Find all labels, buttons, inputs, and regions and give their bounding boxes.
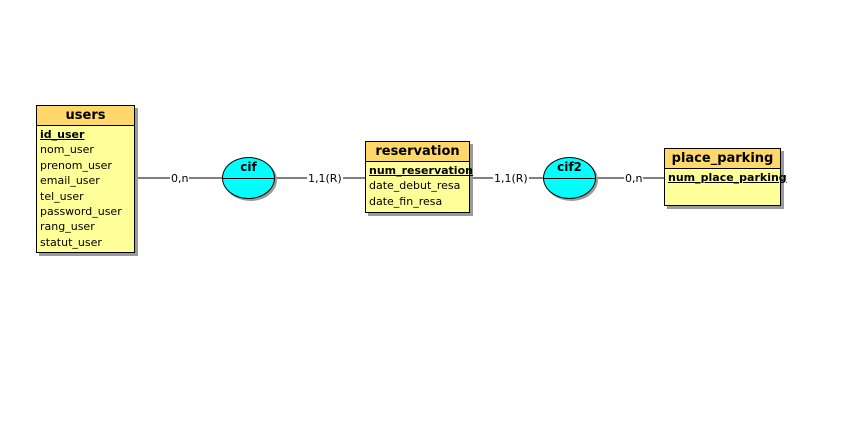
association-cif-label: cif [240, 160, 257, 174]
association-cif2-divider [544, 178, 595, 179]
entity-place-parking-title: place_parking [665, 149, 780, 169]
cardinality-users-cif: 0,n [170, 172, 190, 185]
entity-users-title: users [37, 106, 134, 126]
attribute-rang-user: rang_user [40, 220, 95, 234]
attribute-email-user: email_user [40, 174, 100, 188]
entity-place-parking[interactable]: place_parking num_place_parking [664, 148, 787, 206]
attribute-num-place-parking: num_place_parking [668, 171, 787, 184]
attribute-prenom-user: prenom_user [40, 158, 112, 172]
association-cif2-label: cif2 [557, 160, 582, 174]
association-cif-divider [223, 178, 274, 179]
attribute-num-reservation: num_reservation [369, 164, 473, 177]
attribute-tel-user: tel_user [40, 189, 84, 203]
attribute-date-fin-resa: date_fin_resa [369, 194, 443, 208]
cardinality-place-parking-cif2: 0,n [624, 172, 644, 185]
entity-reservation-title: reservation [366, 142, 469, 162]
cardinality-reservation-cif2: 1,1(R) [493, 172, 529, 185]
attribute-statut-user: statut_user [40, 235, 102, 249]
entity-users[interactable]: users id_user nom_user prenom_user email… [36, 105, 135, 253]
association-cif[interactable]: cif [222, 157, 275, 199]
entity-reservation[interactable]: reservation num_reservation date_debut_r… [365, 141, 473, 213]
attribute-date-debut-resa: date_debut_resa [369, 179, 461, 193]
attribute-password-user: password_user [40, 205, 122, 219]
association-cif2[interactable]: cif2 [543, 157, 596, 199]
cardinality-reservation-cif: 1,1(R) [307, 172, 343, 185]
attribute-id-user: id_user [40, 128, 85, 141]
attribute-nom-user: nom_user [40, 143, 94, 157]
